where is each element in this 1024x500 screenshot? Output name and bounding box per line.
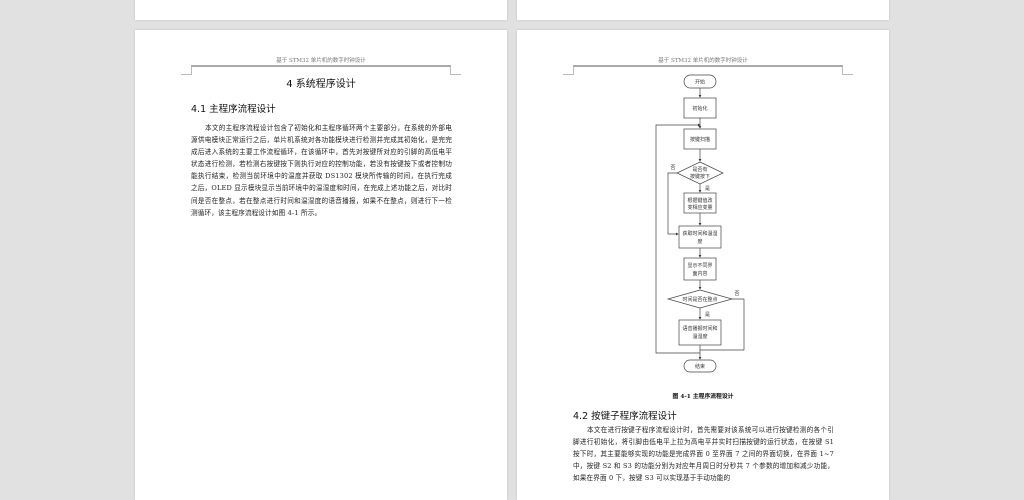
- no2-label: 否: [734, 291, 739, 297]
- header-corner-right: [842, 66, 853, 75]
- document-page-right: 基于 STM32 单片机的数字时钟设计: [517, 30, 889, 500]
- decision1-label-2: 按键按下: [690, 173, 710, 180]
- decision1-label-1: 是否有: [692, 166, 707, 173]
- yes1-label: 是: [705, 186, 710, 192]
- show-label-2: 面内容: [692, 270, 707, 277]
- header-rule: [573, 65, 843, 67]
- section-title: 4.1 主程序流程设计: [191, 104, 276, 115]
- end-label: 结束: [695, 363, 705, 370]
- end-terminal: [683, 359, 717, 373]
- previous-page-right: [517, 0, 889, 20]
- chapter-title: 4 系统程序设计: [286, 79, 356, 90]
- yes2-label: 是: [705, 312, 710, 318]
- body-paragraph: 本文在进行按键子程序流程设计时，首先需要对该系统可以进行按键检测的各个引脚进行初…: [573, 426, 834, 483]
- previous-page-left: [135, 0, 507, 20]
- get-label-1: 获取时间和温湿: [682, 230, 717, 237]
- start-label: 开始: [695, 79, 705, 86]
- init-label: 初始化: [692, 105, 707, 112]
- page-header: 基于 STM32 单片机的数字时钟设计: [276, 58, 366, 64]
- change-label-1: 根据键值改: [687, 197, 712, 204]
- scan-label: 按键扫描: [690, 136, 710, 143]
- voice-broadcast-box: [678, 319, 722, 346]
- get-label-2: 度: [697, 238, 702, 245]
- no1-label: 否: [670, 165, 675, 171]
- decision2-label: 时间是否在整点: [682, 296, 717, 303]
- figure-caption: 图 4-1 主程序流程设计: [672, 394, 734, 400]
- page-header: 基于 STM32 单片机的数字时钟设计: [658, 58, 748, 64]
- voice-label-1: 语音播报时间和: [682, 325, 717, 332]
- header-corner-left: [563, 66, 574, 75]
- main-program-flowchart: 开始 初始化 按键扫描 是否有 按键按下 否 是 根据键值改 变相应变量 获取时…: [655, 74, 745, 373]
- section-title: 4.2 按键子程序流程设计: [573, 411, 677, 422]
- show-label-1: 显示不同界: [687, 263, 712, 269]
- header-corner-left: [181, 66, 192, 75]
- change-label-2: 变相应变量: [687, 204, 712, 211]
- header-corner-right: [450, 66, 461, 75]
- voice-label-2: 温湿度: [692, 333, 707, 340]
- body-paragraph: 本文的主程序流程设计包含了初始化和主程序循环两个主要部分，在系统的外部电源供电模…: [191, 124, 452, 217]
- header-rule: [191, 65, 451, 67]
- document-page-left: 基于 STM32 单片机的数字时钟设计 4 系统程序设计 4.1 主程序流程设计…: [135, 30, 507, 500]
- key-pressed-decision: [676, 161, 724, 185]
